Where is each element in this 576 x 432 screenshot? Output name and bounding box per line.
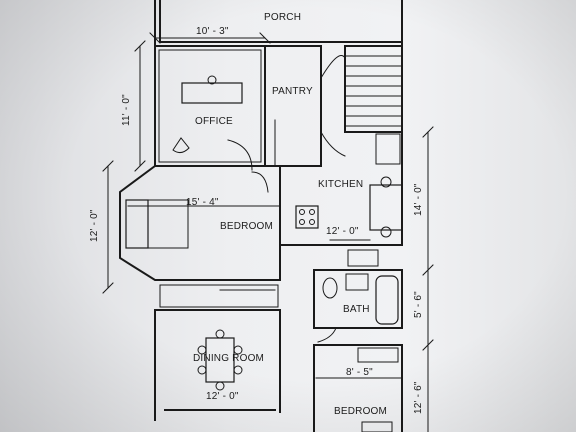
dimension-bath-depth: 5' - 6" (413, 291, 424, 318)
dimension-office-width: 10' - 3" (196, 26, 229, 37)
room-label-dining-room: DINING ROOM (193, 353, 265, 364)
dimension-kitchen-depth: 14' - 0" (413, 183, 424, 216)
dining-walls (154, 309, 281, 421)
dimension-lower-bedroom-width: 8' - 5" (346, 367, 373, 378)
bath-walls (313, 249, 403, 343)
dimension-kitchen-width: 12' - 0" (326, 226, 359, 237)
dimension-dining-width: 12' - 0" (206, 391, 239, 402)
room-label-porch: PORCH (264, 12, 302, 23)
dimension-lower-bedroom-depth: 12' - 6" (413, 381, 424, 414)
lower-bedroom-walls (313, 344, 403, 432)
room-label-lower-bedroom: BEDROOM (334, 406, 388, 417)
room-label-pantry: PANTRY (272, 86, 313, 97)
room-label-office: OFFICE (195, 116, 233, 127)
pantry-walls (264, 45, 322, 167)
dimension-bedroom-depth: 12' - 0" (89, 209, 100, 242)
dimension-lines (102, 32, 434, 432)
room-label-bath: BATH (343, 304, 370, 315)
room-label-bedroom: BEDROOM (220, 221, 274, 232)
dimension-bedroom-width: 15' - 4" (186, 197, 219, 208)
dimension-office-depth: 11' - 0" (121, 94, 132, 126)
stairs (320, 45, 403, 157)
bedroom-walls (119, 139, 281, 281)
office-walls (154, 45, 266, 167)
room-label-kitchen: KITCHEN (318, 179, 364, 190)
closet (159, 284, 279, 308)
